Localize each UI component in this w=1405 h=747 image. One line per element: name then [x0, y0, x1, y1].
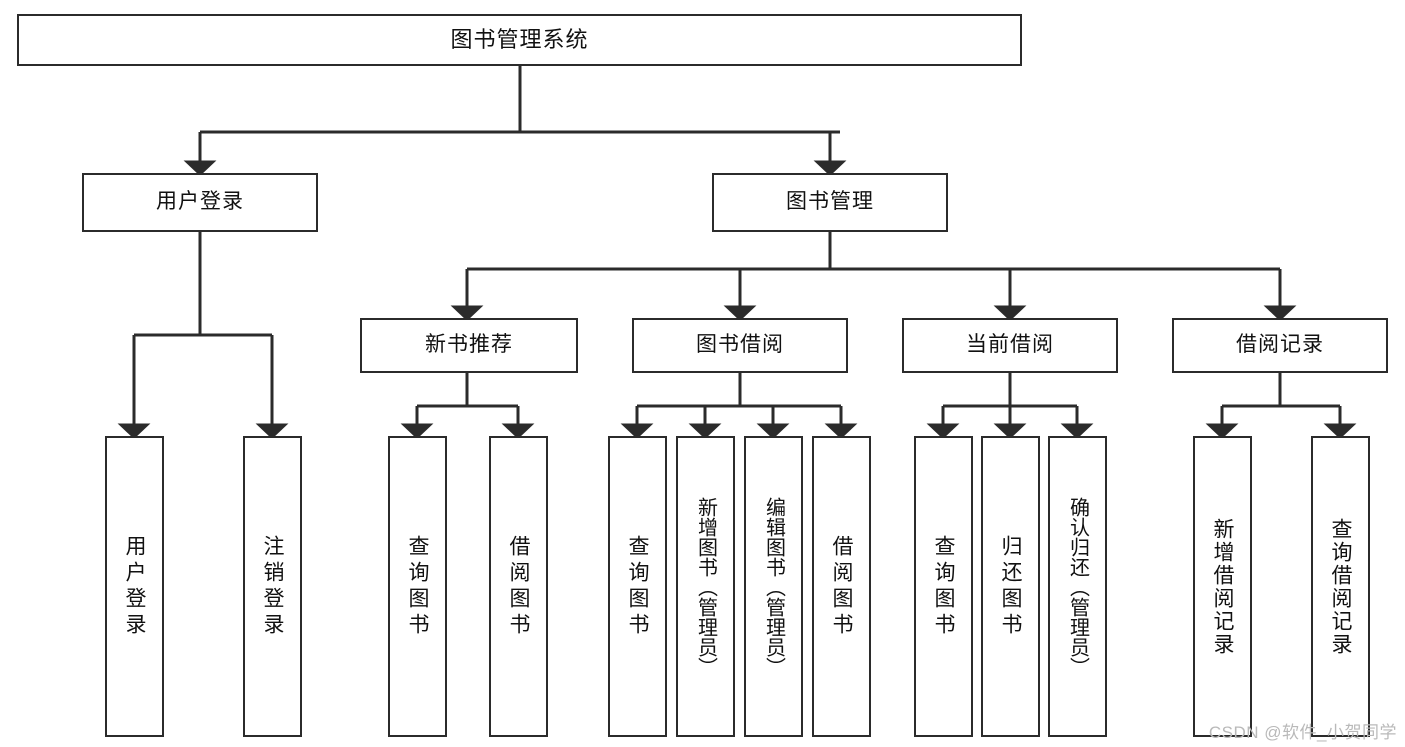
- node-borrow-record[interactable]: 借阅记录: [1172, 318, 1388, 373]
- node-label: 图书管理: [786, 190, 874, 214]
- node-label: 注销登录: [261, 534, 284, 639]
- leaf-borrow-edit-book-admin[interactable]: 编辑图书（管理员）: [744, 436, 803, 737]
- leaf-new-book-query[interactable]: 查询图书: [388, 436, 447, 737]
- node-label: 归还图书: [999, 534, 1022, 639]
- node-label: 查询借阅记录: [1329, 517, 1352, 656]
- leaf-current-query-book[interactable]: 查询图书: [914, 436, 973, 737]
- node-label: 图书借阅: [696, 333, 784, 357]
- node-label: 确认归还（管理员）: [1066, 496, 1089, 677]
- leaf-borrow-borrow-book[interactable]: 借阅图书: [812, 436, 871, 737]
- leaf-current-return-book[interactable]: 归还图书: [981, 436, 1040, 737]
- node-label: 借阅记录: [1236, 333, 1324, 357]
- node-label: 当前借阅: [966, 333, 1054, 357]
- node-user-login[interactable]: 用户登录: [82, 173, 318, 232]
- node-current-borrow[interactable]: 当前借阅: [902, 318, 1118, 373]
- leaf-record-query[interactable]: 查询借阅记录: [1311, 436, 1370, 737]
- node-label: 编辑图书（管理员）: [762, 496, 785, 677]
- node-book-management[interactable]: 图书管理: [712, 173, 948, 232]
- node-label: 查询图书: [932, 534, 955, 639]
- leaf-new-book-borrow[interactable]: 借阅图书: [489, 436, 548, 737]
- node-new-book-recommend[interactable]: 新书推荐: [360, 318, 578, 373]
- node-label: 查询图书: [406, 534, 429, 639]
- node-label: 用户登录: [156, 190, 244, 214]
- node-label: 图书管理系统: [450, 27, 589, 53]
- node-label: 新增图书（管理员）: [694, 496, 717, 677]
- node-label: 借阅图书: [830, 534, 853, 639]
- watermark: CSDN @软件_小贺同学: [1208, 723, 1397, 742]
- node-label: 查询图书: [626, 534, 649, 639]
- node-label: 用户登录: [123, 534, 146, 639]
- node-root-book-management-system[interactable]: 图书管理系统: [17, 14, 1022, 66]
- node-label: 新增借阅记录: [1211, 517, 1234, 656]
- leaf-user-login[interactable]: 用户登录: [105, 436, 164, 737]
- leaf-user-logout[interactable]: 注销登录: [243, 436, 302, 737]
- node-label: 借阅图书: [507, 534, 530, 639]
- leaf-record-add[interactable]: 新增借阅记录: [1193, 436, 1252, 737]
- node-book-borrow[interactable]: 图书借阅: [632, 318, 848, 373]
- leaf-current-confirm-return-admin[interactable]: 确认归还（管理员）: [1048, 436, 1107, 737]
- node-label: 新书推荐: [425, 333, 513, 357]
- leaf-borrow-query-book[interactable]: 查询图书: [608, 436, 667, 737]
- leaf-borrow-add-book-admin[interactable]: 新增图书（管理员）: [676, 436, 735, 737]
